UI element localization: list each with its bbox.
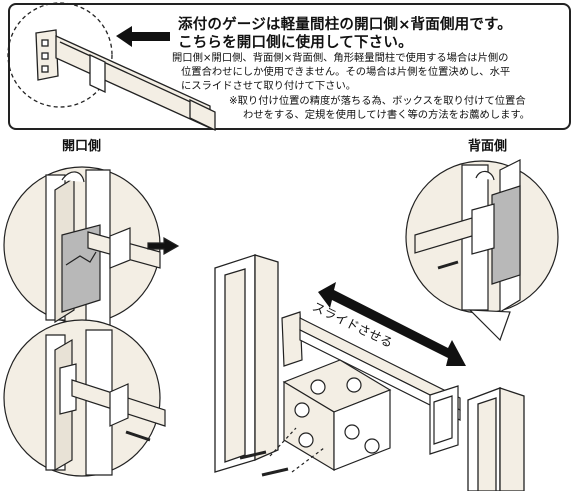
note-line-1: 開口側×開口側、背面側×背面側、角形軽量間柱で使用する場合は片側の [172, 52, 509, 64]
left-arrow-icon [116, 26, 170, 47]
note-line-3: にスライドさせて取り付けて下さい。 [181, 80, 357, 92]
note-line-4: ※取り付け位置の精度が落ちる為、ボックスを取り付けて位置合 [229, 95, 526, 107]
note-line-2: 位置合わせにしか使用できません。その場合は片側を位置決めし、水平 [181, 66, 511, 78]
notice-heading-1: 添付のゲージは軽量間柱の開口側×背面側用です。 [178, 17, 513, 33]
gauge-with-box [239, 311, 461, 477]
right-stud [467, 387, 525, 491]
opening-side-detail-top [3, 166, 180, 326]
slide-arrow-icon [318, 282, 466, 366]
top-gauge-detail [7, 2, 216, 132]
back-side-detail [405, 159, 559, 342]
note-line-5: わせをする、定規を使用してけ書く等の方法をお薦めします。 [243, 109, 530, 121]
back-side-label: 背面側 [468, 139, 508, 154]
center-stud [214, 254, 279, 473]
notice-heading-2: こちらを開口側に使用して下さい。 [178, 35, 413, 51]
opening-side-detail-bottom [3, 319, 166, 477]
opening-side-label: 開口側 [62, 139, 102, 154]
